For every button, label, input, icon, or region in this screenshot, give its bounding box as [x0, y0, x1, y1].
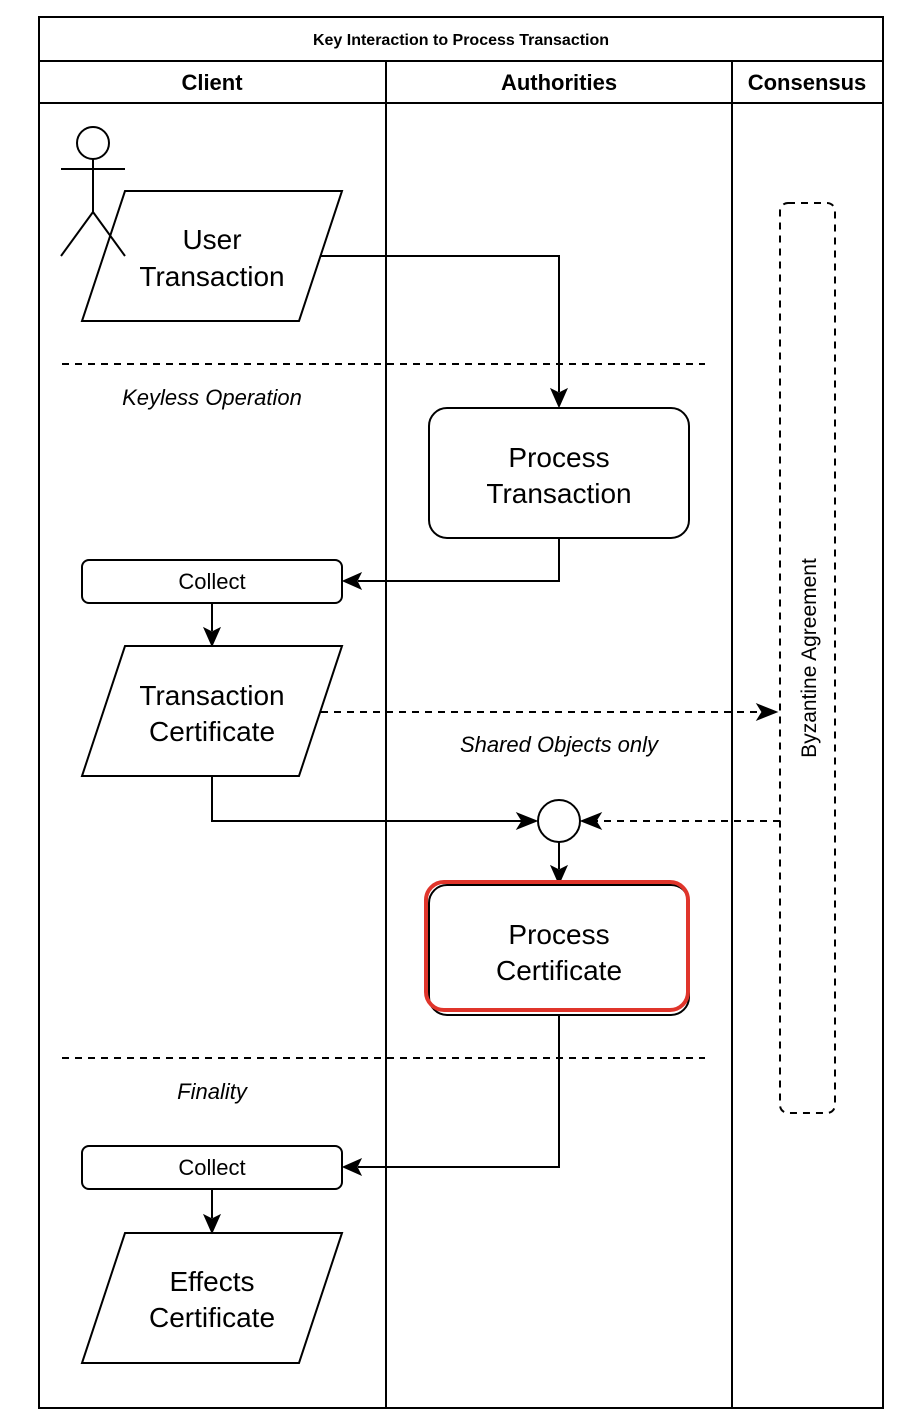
node-collect-2-label: Collect	[178, 1155, 245, 1180]
arrowhead-icon	[549, 864, 569, 886]
node-process-transaction-line2: Transaction	[486, 478, 631, 509]
diagram-title: Key Interaction to Process Transaction	[313, 32, 609, 49]
node-user-transaction-line1: User	[182, 224, 241, 255]
edge-collect-to-effects-certificate	[202, 1189, 222, 1235]
edge-label-shared-objects: Shared Objects only	[460, 732, 660, 757]
highlight-outline	[424, 880, 690, 1012]
edge-process-certificate-to-collect	[341, 1015, 560, 1177]
arrowhead-icon	[579, 811, 603, 831]
edge-process-transaction-to-collect	[341, 538, 560, 591]
edge-collect-to-transaction-certificate	[202, 603, 222, 648]
lane-header-consensus: Consensus	[748, 70, 867, 95]
node-collect-1[interactable]: Collect	[81, 559, 343, 604]
arrowhead-icon	[341, 571, 363, 591]
actor-icon	[60, 126, 126, 257]
swimlane-frame	[38, 16, 884, 1409]
node-byzantine-agreement-label: Byzantine Agreement	[798, 558, 821, 758]
lane-header-authorities: Authorities	[501, 70, 617, 95]
edge-transaction-certificate-to-join	[211, 776, 539, 831]
outer-border	[38, 16, 884, 1409]
node-transaction-certificate-line1: Transaction	[139, 680, 284, 711]
node-join-junction[interactable]	[537, 799, 581, 843]
node-user-transaction-line2: Transaction	[139, 261, 284, 292]
node-transaction-certificate-line2: Certificate	[149, 716, 275, 747]
edge-join-to-process-certificate	[549, 842, 569, 886]
arrowhead-icon	[755, 702, 779, 722]
node-process-certificate-line2: Certificate	[496, 955, 622, 986]
node-collect-2[interactable]: Collect	[81, 1145, 343, 1190]
node-process-certificate[interactable]: Process Certificate	[424, 880, 690, 1016]
node-process-transaction-line1: Process	[508, 442, 609, 473]
node-effects-certificate-line2: Certificate	[149, 1302, 275, 1333]
edge-byzantine-to-join	[579, 811, 780, 831]
edge-user-transaction-to-process-transaction	[320, 255, 569, 409]
phase-label-keyless: Keyless Operation	[122, 385, 302, 410]
node-user-transaction[interactable]: User Transaction	[80, 190, 344, 322]
arrowhead-icon	[202, 626, 222, 648]
arrowhead-icon	[549, 387, 569, 409]
edge-transaction-certificate-to-byzantine	[321, 702, 779, 722]
node-effects-certificate-line1: Effects	[169, 1266, 254, 1297]
node-collect-1-label: Collect	[178, 569, 245, 594]
node-process-certificate-line1: Process	[508, 919, 609, 950]
phase-label-finality: Finality	[177, 1079, 249, 1104]
lane-header-client: Client	[181, 70, 243, 95]
node-effects-certificate[interactable]: Effects Certificate	[80, 1232, 344, 1364]
node-process-transaction[interactable]: Process Transaction	[428, 407, 690, 539]
arrowhead-icon	[202, 1213, 222, 1235]
arrowhead-icon	[515, 811, 539, 831]
node-transaction-certificate[interactable]: Transaction Certificate	[80, 645, 344, 777]
arrowhead-icon	[341, 1157, 363, 1177]
node-byzantine-agreement[interactable]: Byzantine Agreement	[779, 202, 836, 1114]
